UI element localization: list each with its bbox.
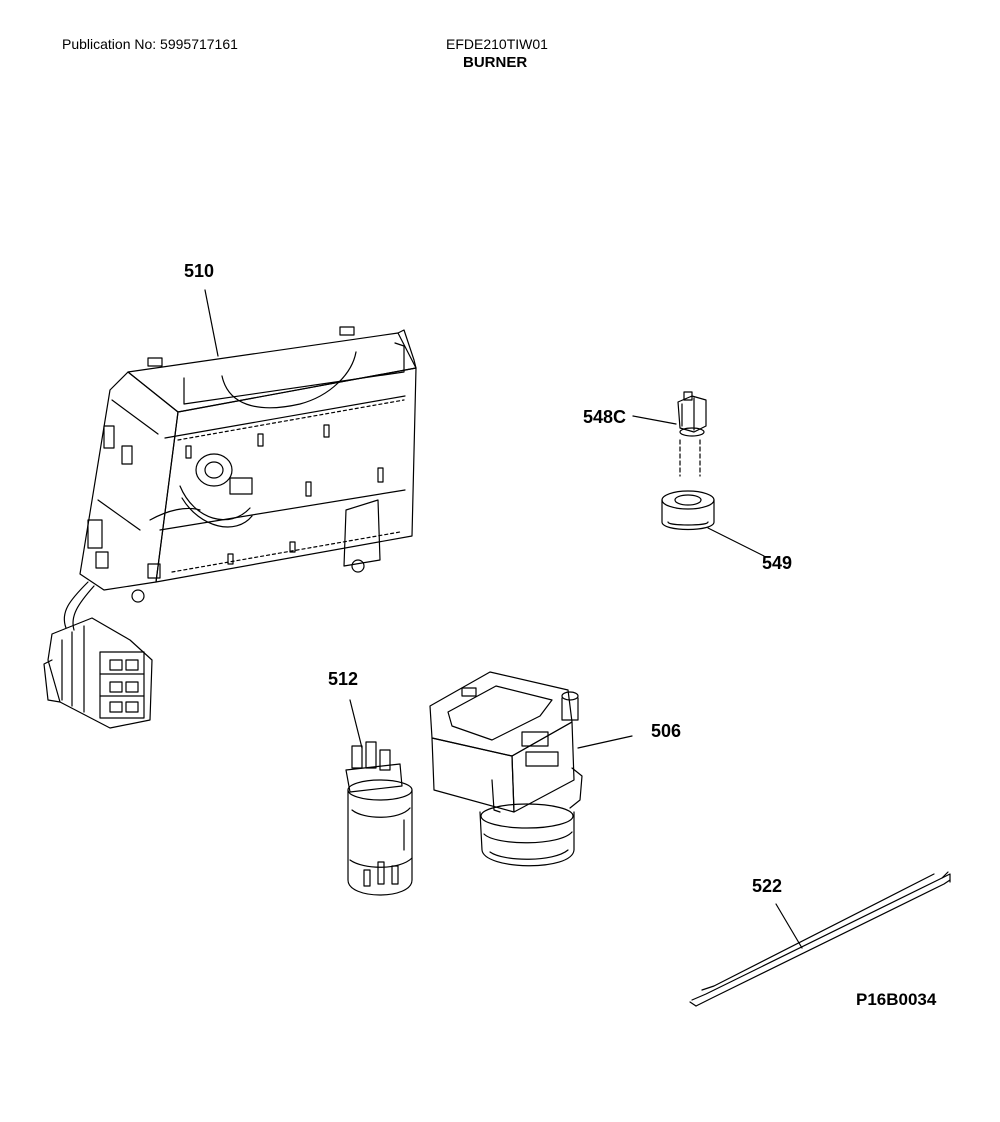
callout-548C: 548C: [583, 407, 627, 427]
callout-512: 512: [328, 669, 359, 689]
part-549-drawing: [662, 491, 764, 556]
part-548C-drawing: [633, 392, 706, 476]
callout-522: 522: [752, 876, 783, 896]
part-510-drawing: [44, 290, 416, 728]
part-506-drawing: [430, 672, 632, 866]
callout-549: 549: [762, 553, 793, 573]
model-number: EFDE210TIW01: [446, 36, 548, 52]
diagram-code: P16B0034: [856, 990, 937, 1009]
callout-510: 510: [184, 261, 215, 281]
part-512-drawing: [346, 700, 412, 895]
part-522-drawing: [690, 872, 950, 1006]
callout-506: 506: [651, 721, 682, 741]
section-title: BURNER: [463, 54, 528, 71]
publication-number: Publication No: 5995717161: [62, 36, 238, 52]
